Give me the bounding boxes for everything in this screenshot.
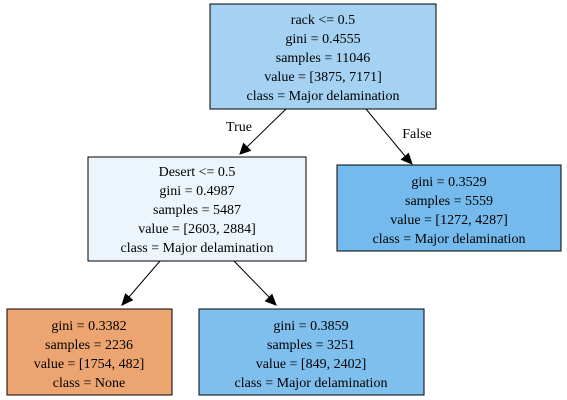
tree-node-left-split: Desert <= 0.5 bbox=[159, 165, 236, 180]
tree-node-left-left-box bbox=[6, 308, 173, 396]
tree-node-left-value: value = [2603, 2884] bbox=[138, 222, 256, 237]
tree-node-root-value: value = [3875, 7171] bbox=[264, 70, 382, 85]
tree-node-left-right-samples: samples = 3251 bbox=[267, 338, 355, 353]
tree-node-left: Desert <= 0.5 gini = 0.4987 samples = 54… bbox=[87, 156, 307, 262]
tree-node-left-box bbox=[87, 156, 307, 262]
edge-root-to-left bbox=[239, 108, 287, 155]
edge-left-to-left-left bbox=[121, 260, 161, 306]
tree-node-right-samples: samples = 5559 bbox=[405, 194, 493, 209]
tree-node-right-box bbox=[336, 164, 562, 252]
edge-label-true: True bbox=[226, 120, 252, 135]
tree-node-root-samples: samples = 11046 bbox=[276, 51, 370, 66]
tree-node-left-left-value: value = [1754, 482] bbox=[34, 357, 145, 372]
edge-left-to-left-right bbox=[233, 260, 277, 306]
tree-node-root: rack <= 0.5 gini = 0.4555 samples = 1104… bbox=[209, 3, 437, 110]
tree-node-right: gini = 0.3529 samples = 5559 value = [12… bbox=[336, 164, 562, 252]
tree-node-right-gini: gini = 0.3529 bbox=[411, 175, 486, 190]
tree-node-left-left: gini = 0.3382 samples = 2236 value = [17… bbox=[6, 308, 173, 396]
tree-node-left-gini: gini = 0.4987 bbox=[159, 184, 234, 199]
tree-node-right-value: value = [1272, 4287] bbox=[390, 213, 508, 228]
tree-node-left-left-gini: gini = 0.3382 bbox=[51, 319, 126, 334]
edge-label-false: False bbox=[402, 127, 432, 142]
tree-node-left-left-class: class = None bbox=[53, 376, 125, 391]
tree-node-left-samples: samples = 5487 bbox=[153, 203, 241, 218]
tree-node-left-class: class = Major delamination bbox=[121, 241, 274, 256]
tree-node-left-right-gini: gini = 0.3859 bbox=[273, 319, 348, 334]
tree-node-left-right-box bbox=[198, 308, 425, 396]
tree-node-root-class: class = Major delamination bbox=[247, 89, 400, 104]
tree-node-left-left-samples: samples = 2236 bbox=[45, 338, 133, 353]
tree-node-root-box bbox=[209, 3, 437, 110]
tree-node-left-right-value: value = [849, 2402] bbox=[256, 357, 367, 372]
tree-node-left-right: gini = 0.3859 samples = 3251 value = [84… bbox=[198, 308, 425, 396]
tree-node-right-class: class = Major delamination bbox=[373, 232, 526, 247]
tree-node-root-split: rack <= 0.5 bbox=[291, 13, 355, 28]
tree-node-root-gini: gini = 0.4555 bbox=[285, 32, 360, 47]
edge-root-to-right bbox=[365, 108, 413, 165]
tree-node-left-right-class: class = Major delamination bbox=[235, 376, 388, 391]
